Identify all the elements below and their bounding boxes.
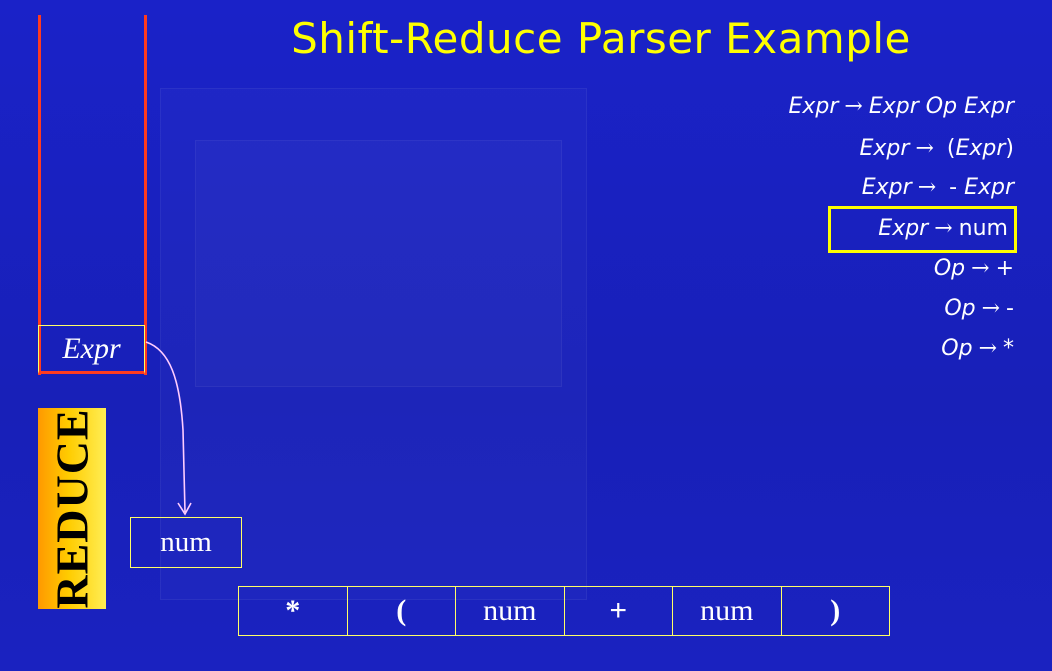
stack-cell-label: Expr <box>62 331 121 365</box>
reduce-action-text: REDUCE <box>46 408 98 609</box>
grammar-rule: Expr→Expr Op Expr <box>788 94 1014 119</box>
input-token: ( <box>348 587 456 635</box>
active-rule-highlight <box>828 206 1017 253</box>
reduced-symbol-box: num <box>130 517 242 568</box>
grammar-rule-active: Expr→num <box>878 216 1008 241</box>
stack-right-wall <box>144 15 147 375</box>
input-token: * <box>239 587 348 635</box>
input-token: ) <box>830 594 841 627</box>
slide-title-text: Shift-Reduce Parser Example <box>291 14 911 63</box>
input-token: + <box>565 587 673 635</box>
slide-title: Shift-Reduce Parser Example <box>0 14 1052 63</box>
background-watermark-inner <box>195 140 562 387</box>
reduced-symbol-text: num <box>160 526 212 558</box>
grammar-rule: Op→+ <box>933 256 1014 281</box>
grammar-rule: Op→* <box>941 336 1014 361</box>
reduce-arrow-head <box>177 502 192 516</box>
grammar-rule: Op→- <box>944 296 1014 321</box>
input-tape: * ( num + num ) <box>238 586 890 636</box>
stack-cell-top: Expr <box>38 325 145 374</box>
background-watermark <box>160 88 587 600</box>
grammar-rule: Expr→ (Expr) <box>859 136 1015 161</box>
reduce-arrow-path <box>145 341 186 513</box>
grammar-rule: Expr→ - Expr <box>861 175 1014 200</box>
reduce-action-label: REDUCE <box>38 408 106 609</box>
input-token: num <box>673 587 782 635</box>
stack-left-wall <box>38 15 41 375</box>
input-token: num <box>456 587 565 635</box>
